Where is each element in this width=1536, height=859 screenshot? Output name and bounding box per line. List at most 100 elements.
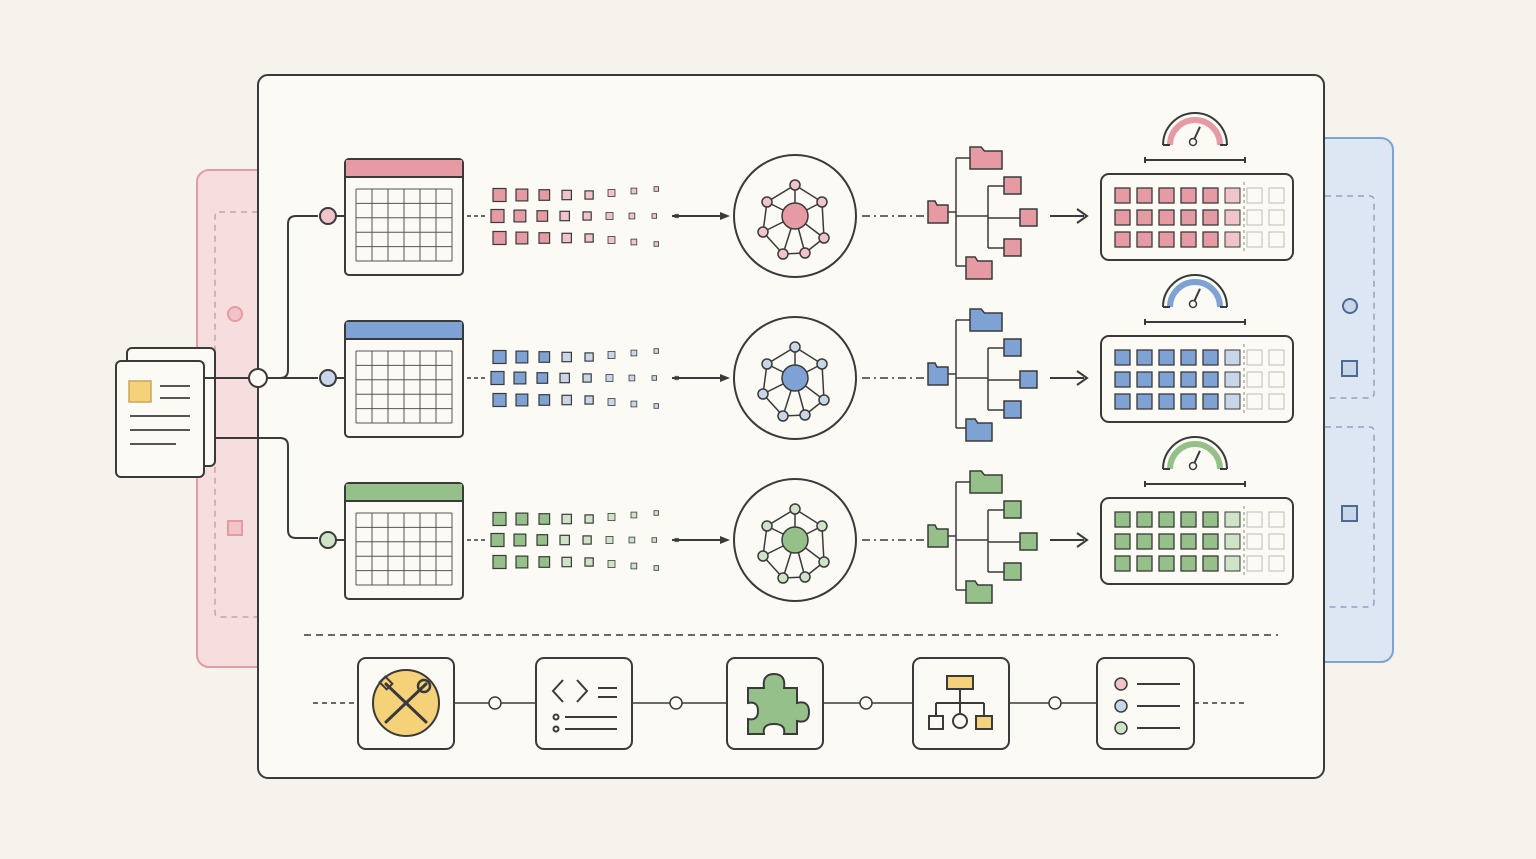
tree-bottom-folder	[965, 580, 993, 604]
code-button[interactable]	[535, 657, 633, 750]
stream-particle	[628, 374, 636, 382]
checklist-button[interactable]	[1096, 657, 1195, 750]
code-icon	[551, 679, 617, 733]
stream-particle	[651, 213, 657, 219]
output-cell-filled	[1202, 231, 1219, 248]
folder-tree-icon	[927, 146, 1038, 280]
stream-particle	[513, 533, 527, 547]
tree-leaf	[1019, 370, 1038, 389]
network-node	[816, 520, 828, 532]
input-node	[319, 531, 337, 549]
stream-particle	[628, 212, 636, 220]
plugin-button[interactable]	[726, 657, 824, 750]
output-cell-filled	[1158, 187, 1175, 204]
range-bracket	[1144, 157, 1246, 163]
stream-particle	[515, 393, 529, 407]
output-cell-filled	[1114, 555, 1131, 572]
output-cell-filled	[1136, 209, 1153, 226]
output-cell-empty	[1224, 187, 1241, 204]
output-cell-empty	[1224, 209, 1241, 226]
particle-stream	[467, 510, 730, 571]
network-node	[818, 232, 830, 244]
output-cell-empty	[1268, 349, 1285, 366]
network-node-icon	[733, 478, 857, 602]
network-node	[816, 358, 828, 370]
output-cell-filled	[1158, 371, 1175, 388]
stream-particle	[559, 534, 570, 546]
output-cell-filled	[1114, 349, 1131, 366]
gauge-outer-arc	[1162, 274, 1228, 308]
gauge-icon	[1162, 274, 1228, 309]
tree-top-folder	[969, 470, 1003, 494]
output-cell-empty	[1246, 393, 1263, 410]
stream-particle	[536, 210, 549, 222]
tools-icon	[372, 669, 440, 737]
stream-particle	[582, 373, 592, 383]
stream-particle	[630, 238, 638, 246]
stream-particle	[492, 187, 507, 203]
gauge-band	[1167, 279, 1223, 308]
output-cell-filled	[1114, 231, 1131, 248]
network-node	[816, 196, 828, 208]
stream-particle	[490, 532, 505, 548]
tree-leaf	[1003, 338, 1022, 357]
network-hub	[781, 202, 809, 230]
stream-particle	[653, 348, 659, 354]
stream-particle	[538, 232, 551, 244]
output-cell-empty	[1224, 393, 1241, 410]
stream-particle	[515, 350, 529, 364]
output-grid-card	[1100, 497, 1294, 585]
table-header	[346, 322, 462, 339]
tools-button[interactable]	[357, 657, 455, 750]
tree-root-folder	[927, 200, 949, 224]
stream-particle	[651, 537, 657, 543]
stream-particle	[605, 536, 614, 544]
stream-particle	[490, 208, 505, 224]
stream-particle	[538, 351, 551, 363]
stream-particle	[630, 349, 638, 357]
network-node	[789, 341, 801, 353]
output-cell-empty	[1268, 231, 1285, 248]
particle-stream	[467, 186, 730, 247]
output-cell-empty	[1268, 371, 1285, 388]
stream-particle	[515, 231, 529, 245]
network-node	[789, 179, 801, 191]
output-arrow-head	[1076, 532, 1089, 548]
stream-arrow-head	[720, 212, 730, 220]
gauge-icon	[1162, 436, 1228, 471]
output-cell-empty	[1246, 555, 1263, 572]
stream-particle	[515, 188, 529, 202]
output-grid-card	[1100, 335, 1294, 423]
output-cell-filled	[1180, 371, 1197, 388]
output-cell-empty	[1224, 231, 1241, 248]
output-cell-filled	[1180, 393, 1197, 410]
stream-particle	[490, 370, 505, 386]
stream-particle	[492, 392, 507, 408]
junction-node	[248, 368, 268, 388]
source-document-icon	[115, 347, 216, 478]
stream-particle	[584, 557, 594, 567]
output-arrow-head	[1076, 370, 1089, 386]
network-node	[777, 248, 789, 260]
puzzle-icon	[747, 672, 811, 735]
stream-particle	[607, 560, 616, 568]
output-cell-filled	[1136, 555, 1153, 572]
hierarchy-button[interactable]	[912, 657, 1010, 750]
stream-particle	[653, 510, 659, 516]
table-header	[346, 484, 462, 501]
stream-arrow-head	[720, 374, 730, 382]
stream-particle	[582, 211, 592, 221]
stream-particle	[584, 395, 594, 405]
output-cell-filled	[1180, 187, 1197, 204]
output-cell-filled	[1158, 393, 1175, 410]
range-bracket	[1144, 481, 1246, 487]
output-cell-empty	[1246, 371, 1263, 388]
stream-particle	[561, 513, 572, 525]
pipeline-rows	[319, 112, 1294, 604]
output-cell-empty	[1224, 349, 1241, 366]
network-node-icon	[733, 154, 857, 278]
tree-top-folder	[969, 308, 1003, 332]
output-cell-empty	[1268, 555, 1285, 572]
gauge-pivot	[1188, 461, 1198, 471]
